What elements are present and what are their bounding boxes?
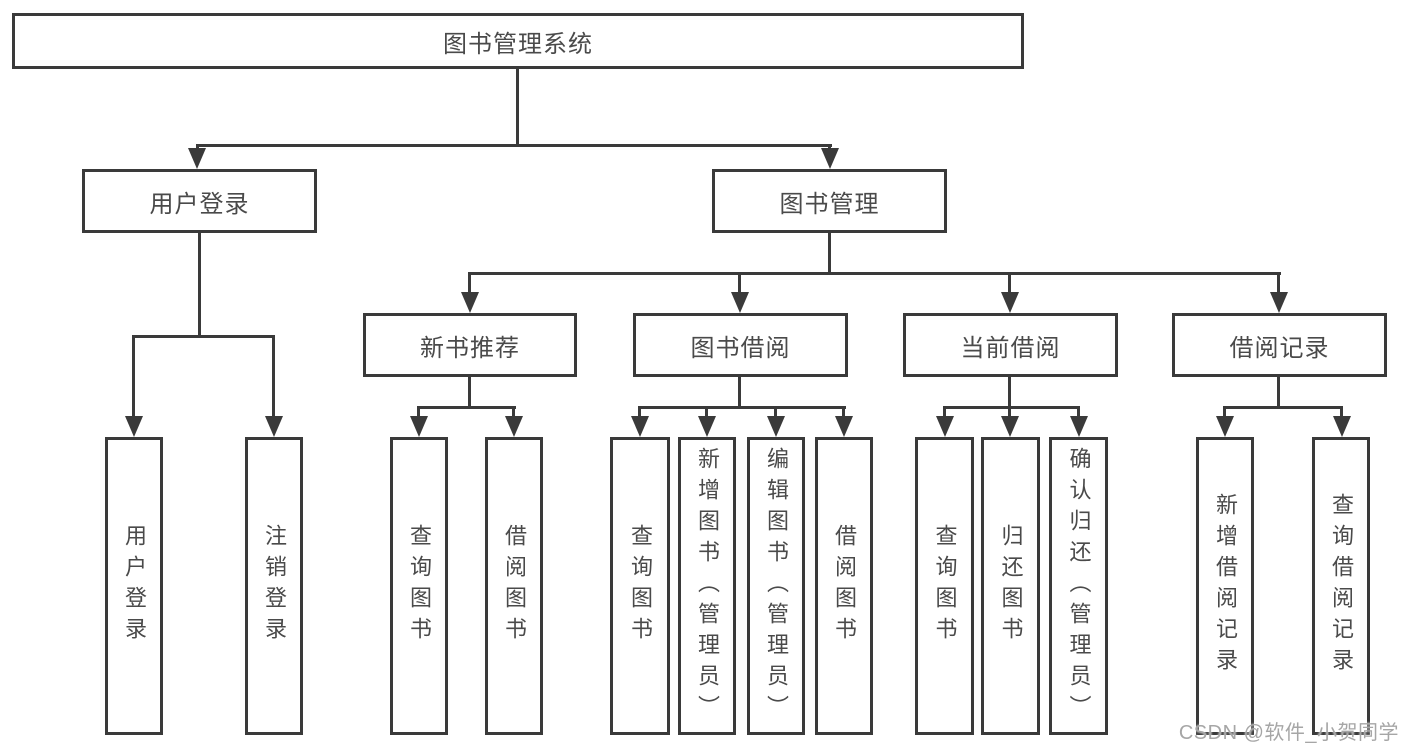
- connector-drop-leaf: [132, 335, 135, 418]
- node-borrow-records-label: 借阅记录: [1229, 334, 1330, 362]
- leaf-current-confirm-admin-label: 确认归还（管理员）: [1066, 446, 1092, 726]
- leaf-current-query-label: 查询图书: [932, 524, 958, 648]
- connector-new-books-stem: [468, 377, 471, 406]
- connector-drop-leaf: [272, 335, 275, 418]
- connector-drop-leaf: [638, 406, 641, 418]
- arrow-down-icon: [767, 416, 785, 437]
- node-root-label: 图书管理系统: [443, 30, 593, 58]
- arrow-down-icon: [505, 416, 523, 437]
- leaf-logout-label: 注销登录: [262, 524, 287, 648]
- connector-borrow-records-stem: [1277, 377, 1280, 406]
- leaf-borrow-edit-admin: 编辑图书（管理员）: [747, 437, 805, 735]
- node-borrow-records: 借阅记录: [1172, 313, 1387, 377]
- connector-book-mgmt-stem: [828, 233, 831, 272]
- connector-drop-leaf: [705, 406, 708, 418]
- leaf-newbooks-borrow: 借阅图书: [485, 437, 543, 735]
- arrow-down-icon: [461, 292, 479, 313]
- leaf-borrow-add-admin-label: 新增图书（管理员）: [695, 446, 720, 726]
- connector-borrow-records-branch: [1224, 406, 1343, 409]
- node-book-borrow: 图书借阅: [633, 313, 848, 377]
- connector-drop-leaf: [1340, 406, 1343, 418]
- arrow-down-icon: [265, 416, 283, 437]
- leaf-borrow-edit-admin-label: 编辑图书（管理员）: [764, 446, 789, 726]
- connector-book-borrow-stem: [738, 377, 741, 406]
- node-new-books-label: 新书推荐: [420, 334, 520, 362]
- connector-current-borrow-stem: [1008, 377, 1011, 406]
- node-current-borrow-label: 当前借阅: [960, 334, 1061, 362]
- arrow-down-icon: [1333, 416, 1351, 437]
- leaf-current-return-label: 归还图书: [998, 524, 1024, 648]
- leaf-records-add: 新增借阅记录: [1196, 437, 1254, 735]
- leaf-borrow-add-admin: 新增图书（管理员）: [678, 437, 736, 735]
- connector-drop-level3: [1277, 272, 1280, 296]
- csdn-watermark: CSDN @软件_小贺同学: [1178, 722, 1399, 744]
- arrow-down-icon: [1216, 416, 1234, 437]
- leaf-logout: 注销登录: [245, 437, 303, 735]
- connector-drop-level3: [468, 272, 471, 296]
- arrow-down-icon: [631, 416, 649, 437]
- arrow-down-icon: [125, 416, 143, 437]
- arrow-down-icon: [410, 416, 428, 437]
- arrow-down-icon: [188, 148, 206, 169]
- arrow-down-icon: [1001, 416, 1019, 437]
- connector-drop-leaf: [1008, 406, 1011, 418]
- connector-user-login-stem: [198, 233, 201, 335]
- connector-drop-leaf: [512, 406, 515, 418]
- arrow-down-icon: [1270, 292, 1288, 313]
- connector-current-borrow-branch: [943, 406, 1080, 409]
- node-user-login-label: 用户登录: [149, 190, 250, 218]
- connector-book-borrow-branch: [638, 406, 846, 409]
- connector-drop-leaf: [1077, 406, 1080, 418]
- node-user-login: 用户登录: [82, 169, 317, 233]
- leaf-user-login: 用户登录: [105, 437, 163, 735]
- leaf-current-confirm-admin: 确认归还（管理员）: [1049, 437, 1108, 735]
- node-current-borrow: 当前借阅: [903, 313, 1118, 377]
- connector-user-login-branch: [133, 335, 275, 338]
- node-book-management-label: 图书管理: [779, 190, 880, 218]
- leaf-borrow-borrow-label: 借阅图书: [832, 524, 857, 648]
- leaf-current-return: 归还图书: [981, 437, 1040, 735]
- arrow-down-icon: [731, 292, 749, 313]
- leaf-borrow-query-label: 查询图书: [628, 524, 653, 648]
- leaf-borrow-borrow: 借阅图书: [815, 437, 873, 735]
- leaf-records-query-label: 查询借阅记录: [1329, 493, 1354, 679]
- connector-drop-level3: [738, 272, 741, 296]
- leaf-newbooks-borrow-label: 借阅图书: [502, 524, 527, 648]
- node-book-management: 图书管理: [712, 169, 947, 233]
- node-book-borrow-label: 图书借阅: [690, 334, 791, 362]
- node-new-books: 新书推荐: [363, 313, 577, 377]
- leaf-records-add-label: 新增借阅记录: [1213, 493, 1238, 679]
- arrow-down-icon: [936, 416, 954, 437]
- connector-drop-leaf: [417, 406, 420, 418]
- connector-drop-leaf: [943, 406, 946, 418]
- leaf-current-query: 查询图书: [915, 437, 974, 735]
- connector-level2-branch: [196, 144, 832, 147]
- connector-drop-leaf: [842, 406, 845, 418]
- leaf-borrow-query: 查询图书: [610, 437, 670, 735]
- arrow-down-icon: [1070, 416, 1088, 437]
- arrow-down-icon: [698, 416, 716, 437]
- connector-level3-branch: [469, 272, 1281, 275]
- arrow-down-icon: [1001, 292, 1019, 313]
- connector-drop-leaf: [774, 406, 777, 418]
- connector-drop-level3: [1008, 272, 1011, 296]
- arrow-down-icon: [835, 416, 853, 437]
- leaf-newbooks-query-label: 查询图书: [407, 524, 432, 648]
- leaf-user-login-label: 用户登录: [122, 524, 147, 648]
- connector-new-books-branch: [418, 406, 516, 409]
- leaf-newbooks-query: 查询图书: [390, 437, 448, 735]
- connector-drop-leaf: [1223, 406, 1226, 418]
- arrow-down-icon: [821, 148, 839, 169]
- connector-root-stem: [516, 69, 519, 145]
- leaf-records-query: 查询借阅记录: [1312, 437, 1370, 735]
- node-root: 图书管理系统: [12, 13, 1024, 69]
